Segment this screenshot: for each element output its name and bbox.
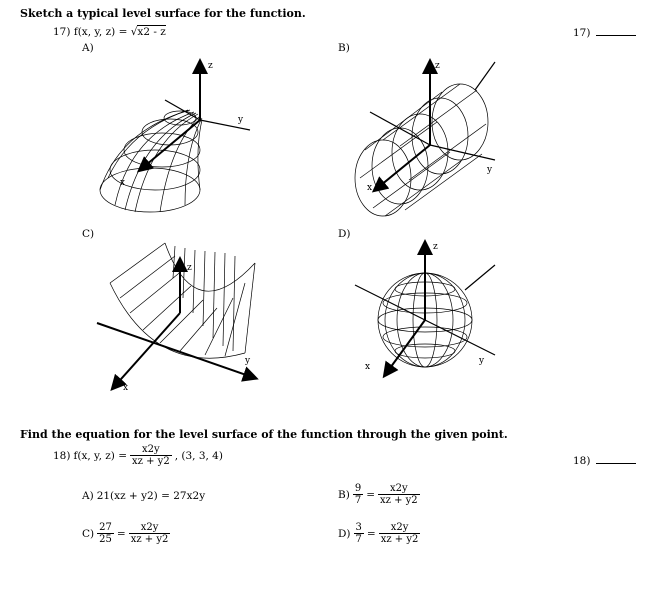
- radicand: x2 - z: [137, 25, 166, 38]
- axis-z-label: z: [208, 61, 213, 71]
- graph-b[interactable]: z y x: [345, 50, 515, 225]
- lhs-denominator: 25: [99, 534, 112, 545]
- option-b-label: B): [338, 42, 350, 54]
- answer-option-a[interactable]: A) 21(xz + y2) = 27x2y: [82, 490, 205, 502]
- cylinder-mesh: [354, 83, 489, 217]
- answer-slot-18: 18): [573, 454, 637, 467]
- option-letter: B): [338, 488, 350, 501]
- lhs-fraction: 3 7: [353, 522, 364, 545]
- function-fraction: x2y xz + y2: [130, 444, 172, 467]
- axis-y-label: y: [237, 115, 244, 125]
- lhs-numerator: 27: [97, 522, 114, 534]
- sqrt-sign: √: [130, 26, 138, 38]
- graph-a[interactable]: z y x: [90, 50, 270, 225]
- rhs-fraction: x2y xz + y2: [128, 522, 171, 545]
- option-letter: A): [82, 490, 94, 502]
- answer-option-c[interactable]: C) 27 25 = x2y xz + y2: [82, 522, 171, 545]
- given-point: , (3, 3, 4): [174, 449, 223, 462]
- fraction-numerator: x2y: [130, 444, 172, 456]
- problem-number: 18): [53, 449, 71, 462]
- axis-z-label: z: [187, 263, 192, 273]
- answer-number: 17): [573, 27, 591, 39]
- problem-18: 18) f(x, y, z) = x2y xz + y2 , (3, 3, 4): [53, 444, 223, 467]
- answer-option-d[interactable]: D) 3 7 = x2y xz + y2: [338, 522, 421, 545]
- problem-17: 17) f(x, y, z) = √x2 - z: [53, 25, 166, 38]
- answer-number: 18): [573, 455, 591, 467]
- answer-blank[interactable]: [596, 454, 637, 464]
- lhs-numerator: 3: [353, 522, 364, 534]
- equals-sign: =: [366, 527, 376, 540]
- axis-x-label: x: [120, 178, 125, 188]
- axes-b: [369, 58, 496, 193]
- equals-sign: =: [366, 488, 375, 501]
- lhs-numerator: 9: [352, 483, 364, 495]
- axis-y-label: y: [478, 356, 485, 366]
- answer-blank[interactable]: [596, 26, 637, 36]
- axes-d: [354, 239, 496, 379]
- axis-y-label: y: [486, 165, 493, 175]
- lhs-fraction: 9 7: [352, 483, 364, 506]
- function-label: f(x, y, z) =: [73, 449, 128, 462]
- axis-z-label: z: [435, 61, 440, 71]
- rhs-numerator: x2y: [378, 483, 420, 495]
- rhs-denominator: xz + y2: [130, 534, 169, 545]
- option-a-label: A): [82, 42, 94, 54]
- rhs-denominator: xz + y2: [380, 495, 418, 506]
- rhs-fraction: x2y xz + y2: [378, 522, 421, 545]
- lhs-fraction: 27 25: [97, 522, 114, 545]
- option-d-label: D): [338, 228, 351, 240]
- rhs-denominator: xz + y2: [380, 534, 419, 545]
- lhs-denominator: 7: [354, 495, 362, 506]
- equals-sign: =: [116, 527, 126, 540]
- option-letter: D): [338, 527, 351, 540]
- section-heading-1: Sketch a typical level surface for the f…: [20, 7, 306, 20]
- lhs-denominator: 7: [355, 534, 362, 545]
- problem-number: 17): [53, 26, 71, 38]
- graph-d[interactable]: z y x: [345, 235, 505, 395]
- axis-x-label: x: [367, 183, 372, 193]
- axis-y-label: y: [244, 356, 251, 366]
- axis-z-label: z: [433, 242, 438, 252]
- paraboloid-mesh: [99, 109, 203, 213]
- rhs-fraction: x2y xz + y2: [378, 483, 420, 506]
- option-c-label: C): [82, 228, 95, 240]
- answer-slot-17: 17): [573, 26, 637, 39]
- function-label: f(x, y, z) =: [73, 26, 131, 38]
- answer-option-b[interactable]: B) 9 7 = x2y xz + y2: [338, 483, 420, 506]
- option-letter: C): [82, 527, 95, 540]
- axis-x-label: x: [123, 383, 128, 393]
- graph-c[interactable]: z y x: [95, 238, 275, 398]
- parabolic-sheet-mesh: [109, 242, 256, 359]
- option-equation: 21(xz + y2) = 27x2y: [96, 490, 206, 502]
- section-heading-2: Find the equation for the level surface …: [20, 428, 508, 441]
- axis-x-label: x: [365, 362, 370, 372]
- axes-a: [136, 58, 251, 173]
- axes-c: [96, 256, 259, 391]
- fraction-denominator: xz + y2: [132, 456, 170, 467]
- rhs-numerator: x2y: [378, 522, 421, 534]
- rhs-numerator: x2y: [128, 522, 171, 534]
